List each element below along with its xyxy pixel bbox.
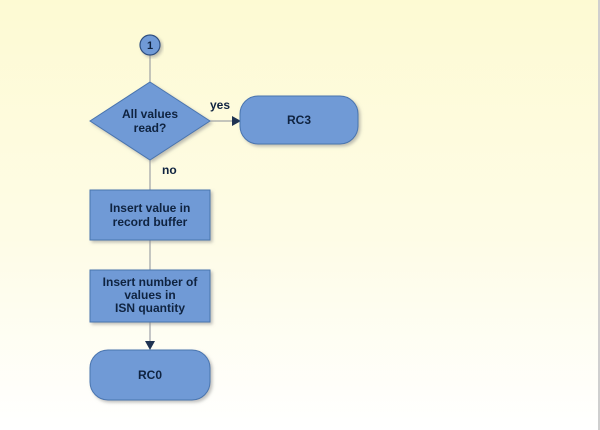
process-insert-value: Insert value in record buffer xyxy=(89,189,211,241)
process-insert-number-line-3: ISN quantity xyxy=(115,301,185,315)
terminal-rc3-label: RC3 xyxy=(287,113,311,127)
decision-all-values-read: All values read? xyxy=(89,81,211,161)
process-insert-value-line-2: record buffer xyxy=(113,215,188,229)
decision-label-line-1: All values xyxy=(122,107,178,121)
terminal-rc0: RC0 xyxy=(89,349,211,401)
terminal-rc0-label: RC0 xyxy=(138,368,162,382)
decision-label-line-2: read? xyxy=(134,121,167,135)
process-insert-number-line-1: Insert number of xyxy=(103,275,199,289)
process-insert-number-line-2: values in xyxy=(124,288,175,302)
arrow-to-rc3-icon xyxy=(232,116,241,126)
start-connector: 1 xyxy=(139,34,161,56)
arrow-to-rc0-icon xyxy=(145,341,155,350)
process-insert-number: Insert number of values in ISN quantity xyxy=(89,269,211,323)
process-insert-value-line-1: Insert value in xyxy=(110,201,191,215)
no-branch-label: no xyxy=(162,163,177,177)
start-connector-label: 1 xyxy=(147,40,153,52)
yes-branch-label: yes xyxy=(210,98,230,112)
right-edge-divider xyxy=(598,0,600,430)
terminal-rc3: RC3 xyxy=(239,95,359,145)
